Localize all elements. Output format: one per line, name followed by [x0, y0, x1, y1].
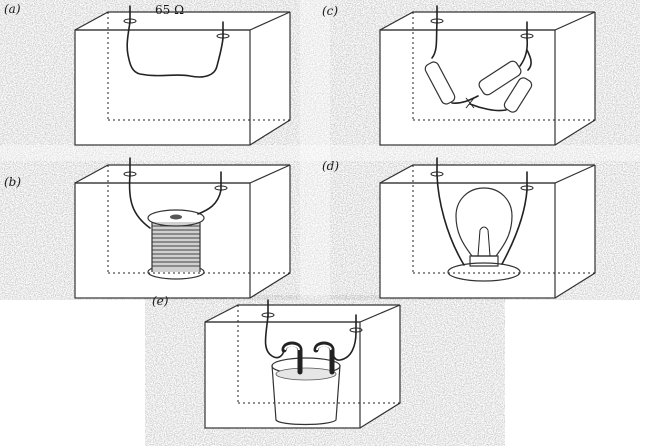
panel-d-label: (d): [322, 159, 339, 173]
panel-a: [74, 5, 291, 146]
resistor-upper: [478, 60, 522, 96]
panel-e: [204, 299, 401, 429]
panel-c: [379, 5, 596, 146]
resistor-left: [424, 61, 456, 105]
light-bulb: [447, 187, 521, 282]
resistor-lower: [503, 77, 533, 113]
resistance-annotation: 65 Ω: [155, 3, 184, 17]
panel-b: [74, 157, 291, 299]
electrolyte-cup: [271, 341, 341, 426]
panel-e-label: (e): [152, 294, 169, 308]
resistor-wire: [126, 21, 224, 78]
panel-b-label: (b): [4, 175, 21, 189]
panel-d: [379, 157, 596, 299]
panel-c-label: (c): [322, 4, 338, 18]
coil-spool: [147, 209, 205, 280]
panel-a-label: (a): [4, 2, 21, 16]
